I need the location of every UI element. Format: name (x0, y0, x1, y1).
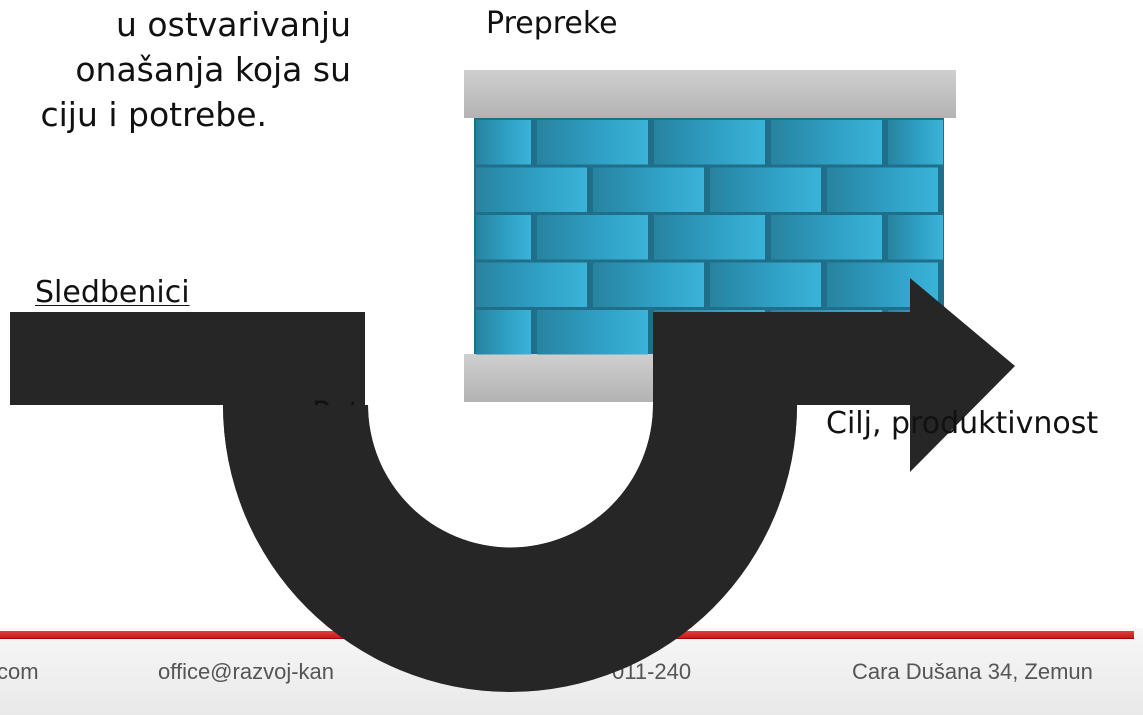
slide-text-line: onašanja koja su (75, 50, 351, 89)
wall-brick (654, 120, 765, 165)
footer-phone: 011-240 (612, 659, 692, 684)
footer-email[interactable]: office@razvoj-kan (158, 659, 334, 684)
wall-brick (476, 215, 531, 260)
wall-top-cap (464, 70, 956, 118)
wall-brick (888, 120, 943, 165)
wall-brick (888, 215, 943, 260)
wall-brick (537, 215, 648, 260)
wall-brick (476, 262, 587, 307)
path-label-right: Put (694, 474, 743, 509)
wall-brick (771, 215, 882, 260)
slide-text-line: u ostvarivanju (116, 5, 351, 44)
wall-brick (476, 120, 531, 165)
wall-brick (476, 167, 587, 212)
footer-divider (0, 631, 1134, 639)
wall-brick (476, 310, 531, 355)
footer-address: Cara Dušana 34, Zemun (852, 659, 1093, 684)
goal-label: Cilj, produktivnost (826, 406, 1099, 441)
wall-brick (654, 215, 765, 260)
wall-brick (827, 167, 938, 212)
wall-label: Prepreke (486, 6, 618, 41)
wall-brick (537, 310, 648, 355)
wall-brick (710, 262, 821, 307)
wall-brick (593, 167, 704, 212)
path-label-left: Put (312, 396, 361, 431)
footer-website[interactable]: com (0, 659, 39, 684)
wall-brick (710, 167, 821, 212)
wall-brick (771, 120, 882, 165)
u-shaped-path (10, 278, 1015, 692)
path-arrow (10, 278, 1015, 692)
start-label: Sledbenici (35, 275, 190, 310)
slide-body-text: u ostvarivanju onašanja koja su ciju i p… (0, 2, 351, 137)
wall-brick (537, 120, 648, 165)
slide-text-line: ciju i potrebe. (40, 95, 267, 134)
wall-brick (593, 262, 704, 307)
